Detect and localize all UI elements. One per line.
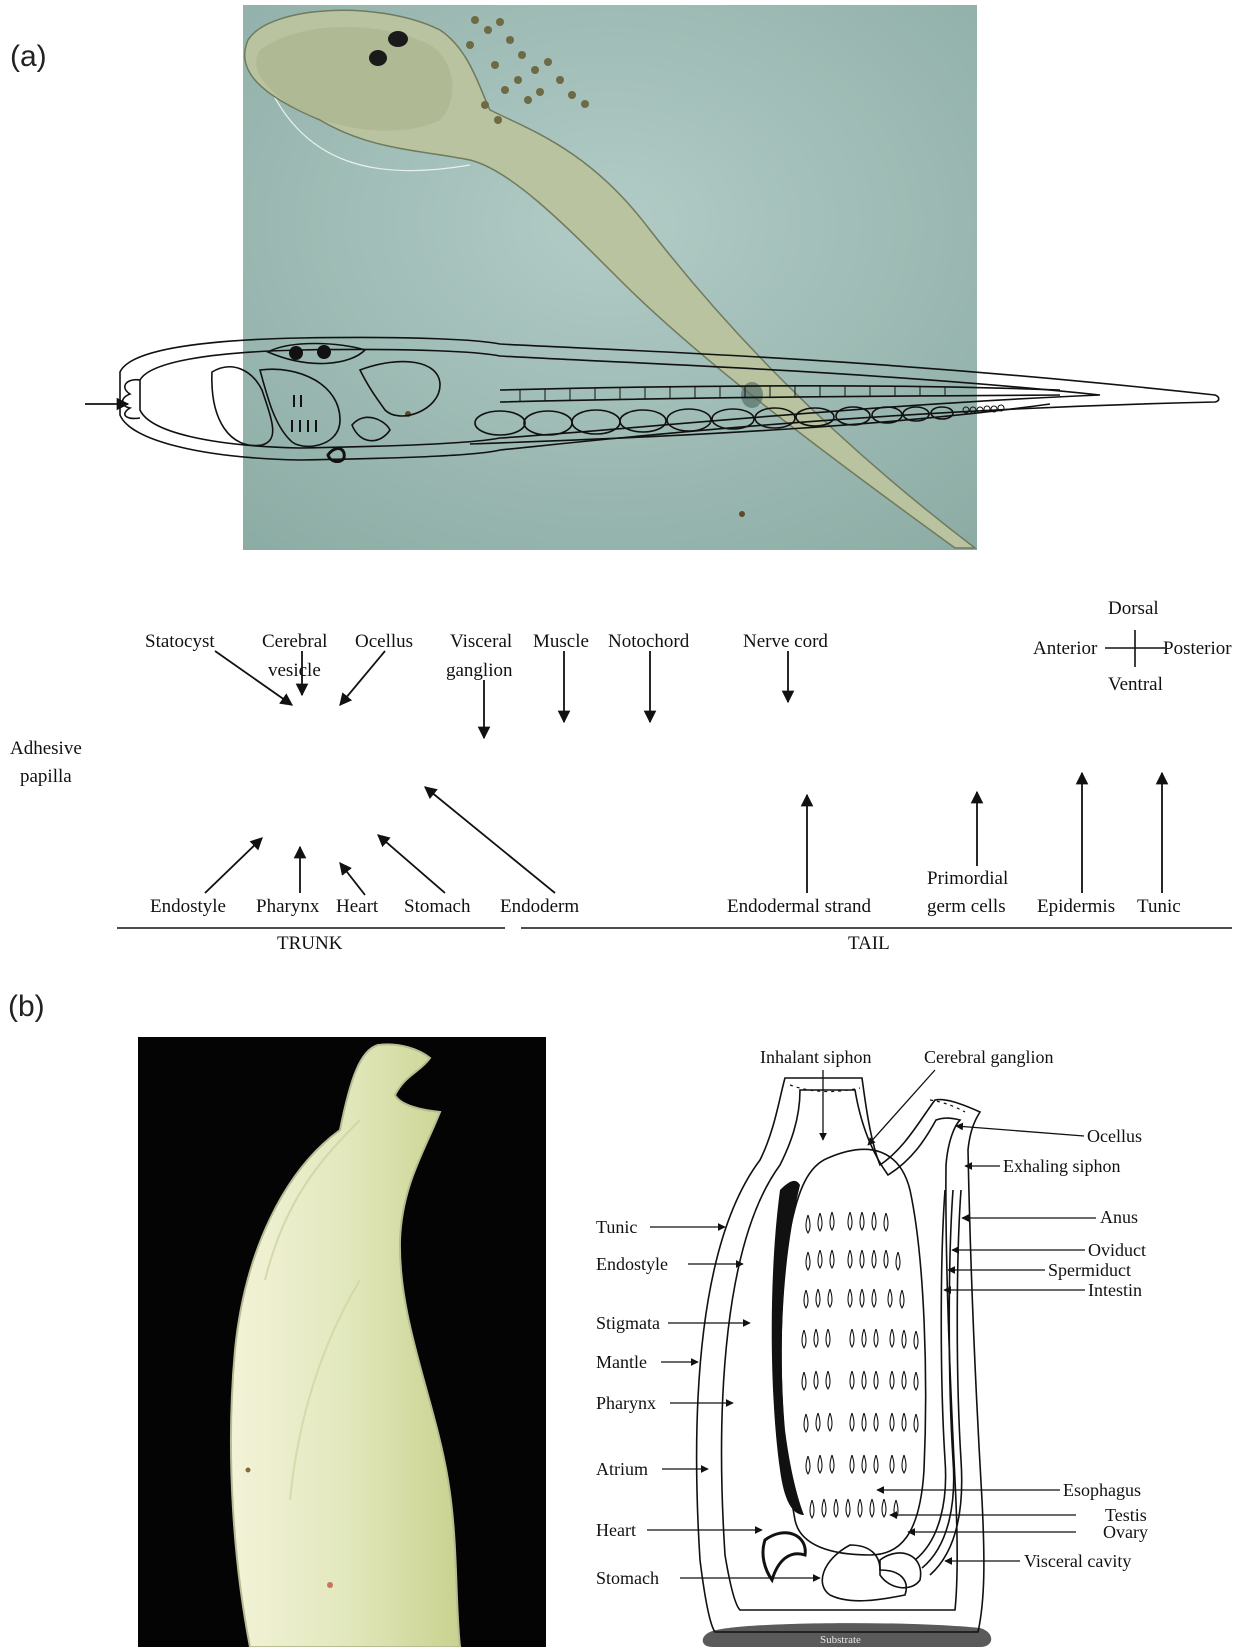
label-stomach-b: Stomach [596,1568,659,1588]
larva-micrograph [243,5,977,550]
label-endoderm: Endoderm [500,896,579,917]
larva-diagram-labels: Statocyst Cerebral vesicle Ocellus Visce… [10,598,1232,954]
label-oviduct: Oviduct [1088,1240,1146,1260]
label-notochord: Notochord [608,631,690,652]
label-heart-b: Heart [596,1520,636,1540]
label-stomach-a: Stomach [404,896,471,917]
label-statocyst: Statocyst [145,631,215,652]
label-cerebral-vesicle-2: vesicle [268,660,321,681]
label-stigmata: Stigmata [596,1313,660,1333]
label-heart-a: Heart [336,896,379,917]
label-trunk: TRUNK [277,933,343,954]
label-anterior: Anterior [1033,638,1098,659]
label-ovary: Ovary [1103,1522,1148,1542]
label-visceral-ganglion-2: ganglion [446,660,513,681]
label-atrium: Atrium [596,1459,648,1479]
label-muscle: Muscle [533,631,589,652]
label-esophagus: Esophagus [1063,1480,1141,1500]
label-cerebral-ganglion: Cerebral ganglion [924,1047,1053,1067]
label-intestin: Intestin [1088,1280,1142,1300]
label-primordial-germ-cells-2: germ cells [927,896,1006,917]
label-epidermis: Epidermis [1037,896,1115,917]
label-visceral-cavity: Visceral cavity [1024,1551,1131,1571]
label-ocellus-b: Ocellus [1087,1126,1142,1146]
label-dorsal: Dorsal [1108,598,1159,619]
label-adhesive-papilla-1: Adhesive [10,738,82,759]
label-anus: Anus [1100,1207,1138,1227]
label-exhaling-siphon: Exhaling siphon [1003,1156,1121,1176]
label-ventral: Ventral [1108,674,1163,695]
label-substrate: Substrate [820,1634,861,1646]
label-tail: TAIL [848,933,890,954]
adult-ascidian-photo [138,1037,546,1647]
label-pharynx-a: Pharynx [256,896,320,917]
label-tunic-b: Tunic [596,1217,637,1237]
label-tunic-a: Tunic [1137,896,1181,917]
label-ocellus-a: Ocellus [355,631,413,652]
label-nerve-cord: Nerve cord [743,631,828,652]
label-primordial-germ-cells-1: Primordial [927,868,1008,889]
label-endostyle-b: Endostyle [596,1254,668,1274]
label-spermiduct: Spermiduct [1048,1260,1131,1280]
label-visceral-ganglion-1: Visceral [450,631,512,652]
label-mantle: Mantle [596,1352,647,1372]
label-endodermal-strand: Endodermal strand [727,896,872,917]
label-pharynx-b: Pharynx [596,1393,656,1413]
stigmata-pattern [802,1212,918,1518]
label-inhalant-siphon: Inhalant siphon [760,1047,871,1067]
label-adhesive-papilla-2: papilla [20,766,72,787]
label-posterior: Posterior [1163,638,1232,659]
label-endostyle-a: Endostyle [150,896,226,917]
label-cerebral-vesicle-1: Cerebral [262,631,327,652]
